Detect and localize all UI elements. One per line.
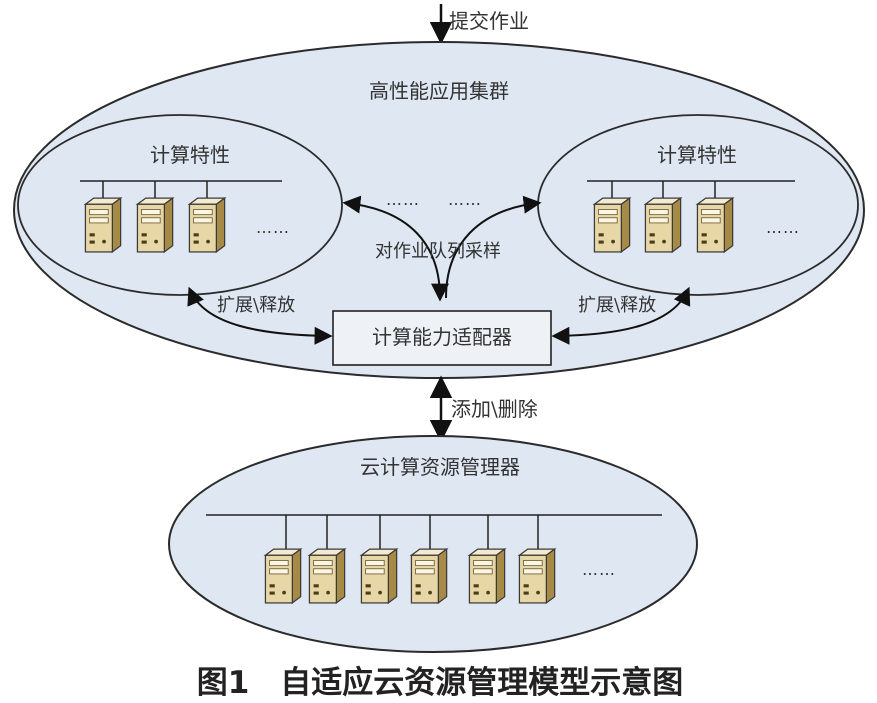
sampling-label: 对作业队列采样 [375,241,501,262]
server-icon [696,197,734,253]
server-icon [188,197,226,253]
expand-arrow-left [187,286,333,345]
expand-label-right: 扩展\释放 [578,295,656,316]
right-group-dots: …… [766,218,800,237]
server-icon [410,548,448,604]
submit-label: 提交作业 [449,9,529,33]
right-group-title: 计算特性 [657,143,737,167]
server-icon [264,548,302,604]
server-icon [360,548,398,604]
cloud-dots: …… [582,560,616,579]
server-icon [644,197,682,253]
figure-caption: 图1 自适应云资源管理模型示意图 [197,665,684,701]
add-remove-label: 添加\删除 [451,397,538,421]
expand-label-left: 扩展\释放 [217,295,295,316]
server-icon [468,548,506,604]
cluster-title: 高性能应用集群 [369,79,509,103]
server-icon [308,548,346,604]
adapter-label: 计算能力适配器 [372,325,512,349]
cloud-manager-title: 云计算资源管理器 [360,455,520,479]
cloud-network [206,514,662,550]
adapter-box [332,310,552,366]
middle-dots-right: …… [448,190,482,209]
sampling-arrow-left [342,195,449,302]
expand-arrow-right [551,286,691,345]
left-group-ellipse [17,114,343,296]
cloud-manager-ellipse [168,435,698,653]
server-icon [136,197,174,253]
server-icon [518,548,556,604]
middle-dots-left: …… [386,190,420,209]
server-icon [593,197,631,253]
right-group-network [587,180,795,200]
left-group-dots: …… [256,218,290,237]
left-group-title: 计算特性 [150,143,230,167]
left-group-network [80,180,282,200]
server-icon [84,197,122,253]
sampling-arrow-right [445,195,542,299]
